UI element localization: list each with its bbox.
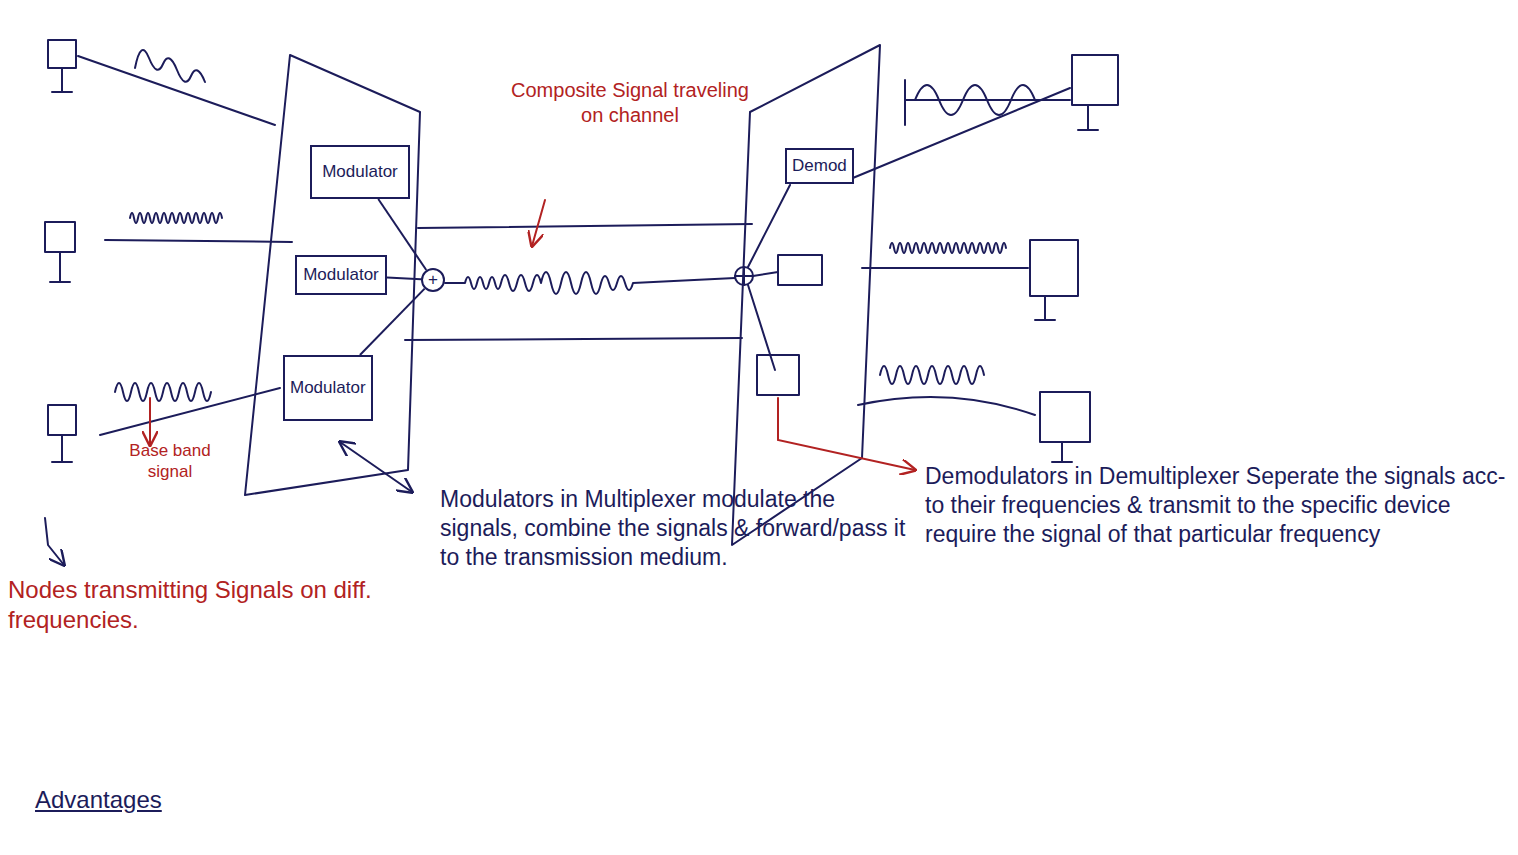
leader-arrow bbox=[45, 518, 64, 565]
output-wire bbox=[880, 366, 984, 384]
output-wire bbox=[862, 267, 1028, 269]
demodulator-box bbox=[757, 355, 799, 395]
output-wire bbox=[890, 243, 1006, 253]
input-wire bbox=[105, 240, 292, 242]
computer-icon bbox=[1072, 55, 1118, 130]
output-wire bbox=[848, 88, 1070, 180]
baseband-wave bbox=[130, 213, 222, 223]
output-wire bbox=[904, 80, 906, 125]
baseband-wave bbox=[135, 50, 205, 82]
adder-circle: + bbox=[421, 268, 445, 292]
demodulator-box bbox=[778, 255, 822, 285]
modulator-box: Modulator bbox=[295, 255, 387, 295]
modulator-box: Demod bbox=[785, 148, 854, 184]
composite-wave bbox=[445, 272, 735, 294]
demultiplexer-panel bbox=[732, 45, 880, 545]
computer-icon bbox=[45, 222, 75, 282]
node-text: Modulator bbox=[322, 162, 398, 182]
computer-icon bbox=[1030, 240, 1078, 320]
connector bbox=[387, 278, 421, 280]
node-text: Demod bbox=[792, 156, 847, 176]
channel-line bbox=[405, 338, 742, 340]
annotation: Advantages bbox=[35, 785, 235, 815]
baseband-wave bbox=[115, 383, 211, 401]
annotation: Base band signal bbox=[105, 440, 235, 483]
computer-icon bbox=[48, 40, 76, 92]
computer-icon bbox=[1040, 392, 1090, 462]
annotation: Demodulators in Demultiplexer Seperate t… bbox=[925, 462, 1510, 548]
leader-arrow bbox=[778, 398, 915, 470]
adder-symbol bbox=[735, 267, 753, 285]
output-wire bbox=[858, 397, 1035, 415]
split-wire bbox=[748, 185, 790, 267]
channel-line bbox=[418, 224, 752, 228]
computer-icon bbox=[48, 405, 76, 462]
node-text: Modulator bbox=[303, 265, 379, 285]
multiplexer-panel bbox=[245, 55, 420, 495]
node-text: + bbox=[428, 270, 438, 290]
leader-arrow bbox=[149, 398, 151, 445]
leader-arrow bbox=[532, 200, 545, 246]
leader-arrow bbox=[340, 442, 412, 492]
split-wire bbox=[748, 285, 775, 370]
node-text: Modulator bbox=[290, 378, 366, 398]
modulator-box: Modulator bbox=[310, 145, 410, 199]
annotation: Composite Signal traveling on channel bbox=[505, 78, 755, 128]
modulator-box: Modulator bbox=[283, 355, 373, 421]
annotation: Nodes transmitting Signals on diff. freq… bbox=[8, 575, 388, 635]
split-wire bbox=[753, 272, 778, 276]
output-wire bbox=[915, 85, 1035, 115]
connector bbox=[360, 289, 425, 355]
annotation: Modulators in Multiplexer modulate the s… bbox=[440, 485, 910, 571]
input-wire bbox=[100, 388, 280, 435]
adder-symbol bbox=[735, 267, 753, 285]
